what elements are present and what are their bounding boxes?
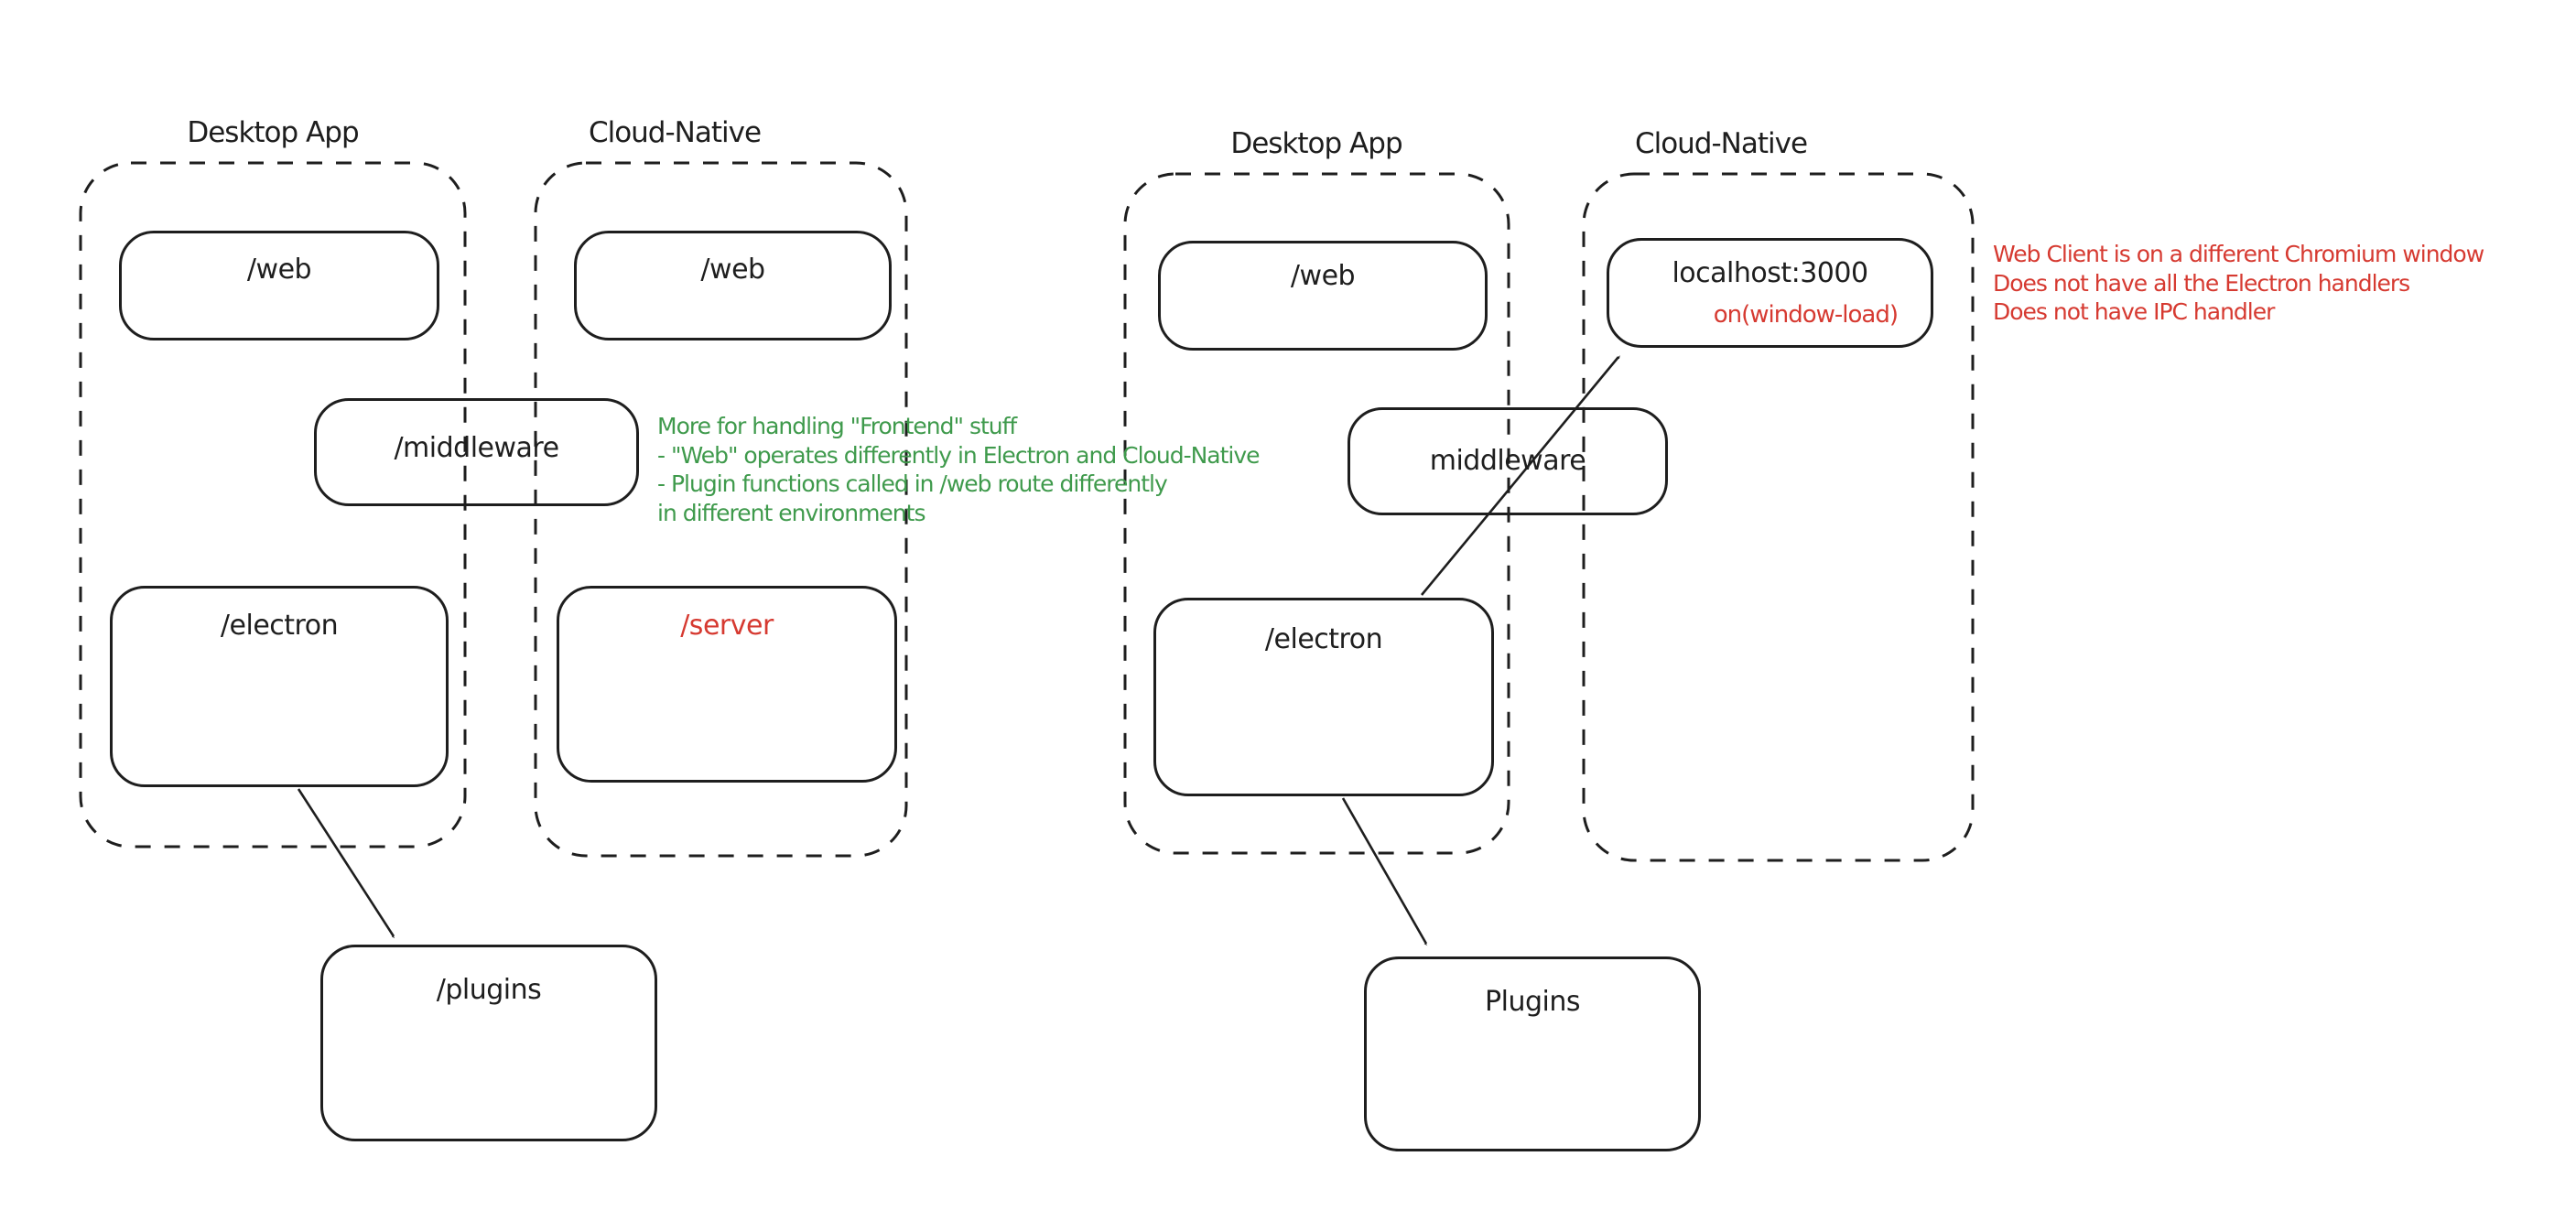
node-label: /electron (1264, 623, 1383, 655)
annotation-line: - "Web" operates differently in Electron… (657, 441, 1261, 469)
node-right-plugins: Plugins (1364, 956, 1701, 1151)
node-left-plugins: /plugins (320, 945, 657, 1141)
group-label-right-desktop-app: Desktop App (1230, 127, 1402, 160)
group-label-right-cloud-native: Cloud-Native (1634, 127, 1808, 160)
node-label: /middleware (394, 432, 559, 464)
node-label: /electron (220, 610, 339, 642)
node-label: middleware (1429, 445, 1586, 477)
node-right-electron: /electron (1153, 598, 1494, 796)
node-label: /plugins (436, 974, 542, 1006)
node-left-server: /server (557, 586, 897, 783)
node-label: Plugins (1485, 986, 1580, 1018)
arrow-left-electron-to-plugins (297, 788, 394, 936)
dashed-container-right-cloud-native (1582, 172, 1975, 862)
node-right-middleware: middleware (1348, 407, 1668, 515)
node-left-cloud-web: /web (574, 231, 892, 340)
node-left-middleware: /middleware (314, 398, 639, 506)
annotation-line: - Plugin functions called in /web route … (657, 470, 1168, 497)
node-left-web: /web (119, 231, 439, 340)
node-label: /web (246, 254, 312, 286)
group-label-left-desktop-app: Desktop App (187, 116, 359, 149)
node-right-web: /web (1158, 241, 1488, 351)
annotation-line: in different environments (657, 499, 925, 526)
annotation-line: Does not have IPC handler (1993, 298, 2275, 325)
arrow-right-electron-to-localhost (1420, 357, 1618, 596)
annotation-web-client-note: Web Client is on a different Chromium wi… (1993, 240, 2484, 327)
node-label: localhost:3000 (1672, 257, 1868, 289)
node-left-electron: /electron (110, 586, 449, 787)
arrow-right-electron-to-plugins (1341, 797, 1426, 944)
node-label: /server (680, 610, 774, 642)
annotation-line: More for handling "Frontend" stuff (657, 413, 1017, 439)
group-label-left-cloud-native: Cloud-Native (588, 116, 762, 149)
node-label: /web (1290, 260, 1356, 292)
node-label: /web (700, 254, 765, 286)
node-right-localhost-3000: localhost:3000 on(window-load) (1607, 238, 1933, 348)
annotation-frontend-note: More for handling "Frontend" stuff - "We… (657, 412, 1261, 527)
node-sublabel-on-window-load: on(window-load) (1713, 301, 1899, 329)
annotation-line: Does not have all the Electron handlers (1993, 269, 2410, 297)
dashed-container-left-cloud-native (534, 161, 908, 858)
annotation-line: Web Client is on a different Chromium wi… (1993, 241, 2484, 267)
